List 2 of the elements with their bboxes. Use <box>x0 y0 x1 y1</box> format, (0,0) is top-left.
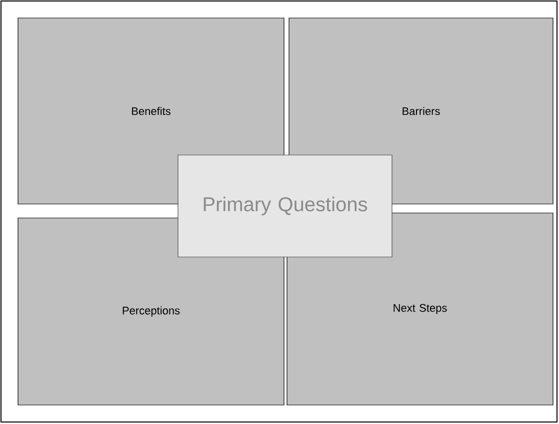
quadrant-box: Perceptions <box>18 218 284 406</box>
center-box: Primary Questions <box>178 154 392 258</box>
